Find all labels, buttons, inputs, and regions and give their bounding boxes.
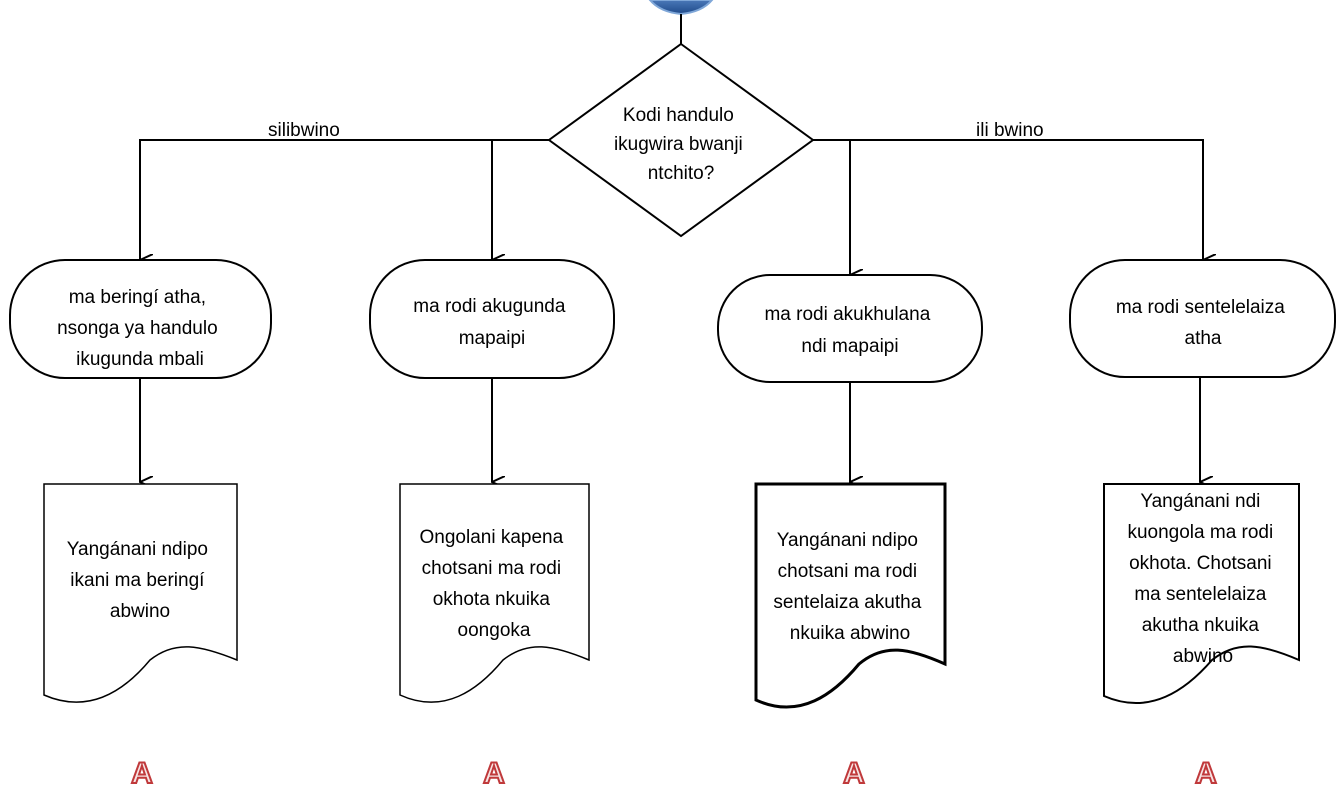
cause-text-1: ma beringí atha, nsonga ya handulo ikugu… [57,287,223,370]
action-text-1: Yangánani ndipo ikani ma beringí abwino [67,539,214,622]
cause-text-4: ma rodi sentelelaiza atha [1116,297,1290,349]
decision-line-2: ikugwira bwanji [614,134,743,155]
cause-terminal-4 [1069,259,1336,378]
decision-text: Kodi handulo ikugwira bwanji ntchito? [614,105,748,184]
decision-line-3: ntchito? [648,163,715,184]
action-text-2: Ongolani kapena chotsani ma rodi okhota … [420,527,569,641]
action-text-4: Yangánani ndi kuongola ma rodi okhota. C… [1127,491,1278,667]
cause-text-2: ma rodi akugunda mapaipi [413,296,570,349]
connector-a-3: A [843,757,865,790]
no-branch-label: silibwino [268,120,340,141]
cause-terminal-3 [717,274,983,383]
connector-a-2: A [483,757,505,790]
start-terminal-partial [648,0,714,16]
no-branch-line [139,139,549,260]
decision-line-1: Kodi handulo [623,105,734,126]
yes-branch-label: ili bwino [976,120,1044,141]
action-document-3 [754,482,947,709]
action-document-1 [43,483,238,703]
action-document-2 [399,483,590,703]
cause-terminal-2 [369,259,615,379]
action-text-3: Yangánani ndipo chotsani ma rodi sentela… [773,530,926,644]
decision-diamond [547,42,815,238]
connector-a-4: A [1195,757,1217,790]
cause-text-3: ma rodi akukhulana ndi mapaipi [764,304,935,357]
action-document-4 [1103,483,1300,705]
connector-a-1: A [131,757,153,790]
yes-branch-line [813,139,1203,260]
